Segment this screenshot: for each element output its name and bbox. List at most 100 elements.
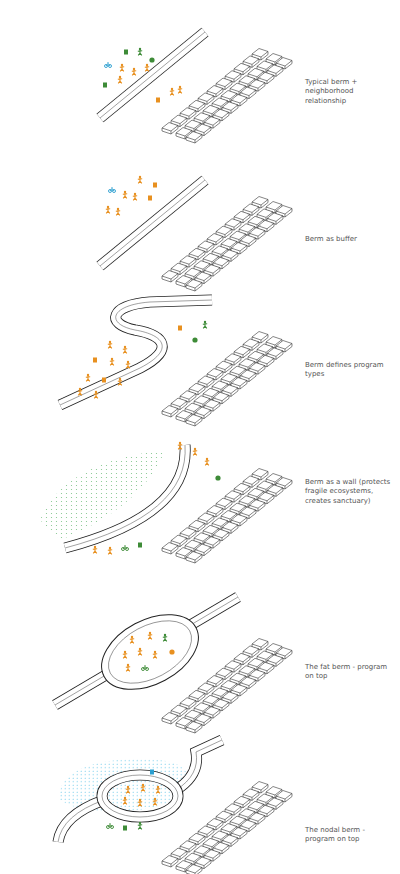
program-icon	[118, 76, 122, 84]
panel-caption: The fat berm - program on top	[305, 663, 395, 682]
house	[162, 543, 178, 555]
house	[186, 552, 202, 564]
program-icon	[103, 83, 107, 88]
panel-caption: Berm as a wall (protects fragile ecosyst…	[305, 478, 395, 506]
berm-ridge	[100, 180, 205, 266]
program-icon	[133, 193, 137, 201]
house	[162, 123, 178, 135]
program-icon	[148, 632, 152, 640]
program-icon	[148, 196, 152, 201]
berm-ring-face	[102, 775, 178, 817]
house	[176, 128, 192, 140]
program-icon	[93, 358, 97, 363]
program-icon	[126, 361, 130, 369]
program-icon	[153, 798, 157, 806]
berm-ring-ridge	[102, 775, 178, 817]
berm-top	[98, 608, 202, 696]
program-icon	[122, 545, 129, 551]
berm-ridge	[58, 740, 222, 842]
program-icon	[170, 88, 174, 96]
program-icon	[138, 648, 142, 656]
program-icon	[94, 391, 98, 399]
house	[162, 856, 178, 868]
program-icon	[205, 458, 209, 466]
panel-caption: Typical berm + neighborhood relationship	[305, 78, 395, 106]
berm-edge	[60, 300, 212, 405]
program-icon	[178, 442, 182, 450]
house	[176, 276, 192, 288]
program-icon	[215, 475, 220, 480]
berm-edge	[100, 180, 205, 266]
berm-edge	[58, 740, 222, 842]
house	[186, 280, 202, 292]
ecosystem-area	[40, 450, 165, 540]
house	[176, 411, 192, 423]
program-icon	[123, 797, 127, 805]
program-icon	[138, 543, 142, 548]
program-icon	[109, 187, 116, 193]
berm-ridge	[65, 445, 185, 548]
program-icon	[178, 326, 182, 331]
program-icon	[203, 321, 207, 329]
program-icon	[123, 191, 127, 199]
program-icon	[108, 341, 112, 349]
program-icon	[156, 786, 160, 794]
program-icon	[169, 649, 174, 654]
program-icon	[145, 64, 149, 72]
berm-face	[100, 32, 205, 118]
program-icon	[126, 664, 130, 672]
program-icon	[142, 665, 149, 671]
house	[162, 271, 178, 283]
program-icon	[138, 799, 142, 807]
program-icon	[126, 786, 130, 794]
berm-face	[60, 300, 212, 405]
program-icon	[123, 346, 127, 354]
houses	[162, 49, 292, 874]
program-icon	[153, 183, 157, 188]
program-icon	[105, 62, 112, 68]
berm-edge	[55, 597, 238, 705]
house	[176, 861, 192, 873]
panel-caption: The nodal berm - program on top	[305, 826, 395, 845]
program-icon	[163, 634, 167, 642]
program-icon	[141, 784, 145, 792]
berm-face	[100, 180, 205, 266]
program-icon	[178, 86, 182, 94]
berm-edge	[100, 32, 205, 118]
program-icon	[150, 770, 154, 775]
berm-ridge	[60, 300, 212, 405]
program-icon	[130, 636, 134, 644]
program-icon	[138, 176, 142, 184]
program-icon	[78, 388, 82, 396]
program-icon	[132, 68, 136, 76]
program-icon	[93, 546, 97, 554]
house	[176, 718, 192, 730]
berm-face	[65, 445, 185, 548]
house	[186, 722, 202, 734]
house	[162, 406, 178, 418]
house	[176, 548, 192, 560]
program-icon	[116, 208, 120, 216]
program-icon	[193, 448, 197, 456]
program-icon	[149, 57, 154, 62]
berm-ring-edge	[102, 775, 178, 817]
panel-caption: Berm defines program types	[305, 361, 395, 380]
program-icon	[110, 358, 114, 366]
program-icon	[106, 206, 110, 214]
program-icon	[123, 826, 127, 831]
berm-face	[58, 740, 222, 842]
berm-ridge	[55, 597, 238, 705]
berm-face	[55, 597, 238, 705]
berm-bulge	[89, 599, 211, 704]
program-icon	[123, 651, 127, 659]
program-icon	[118, 378, 122, 386]
program-icon	[108, 547, 112, 555]
house	[186, 132, 202, 144]
berm-ridge	[100, 32, 205, 118]
program-icon	[124, 50, 128, 55]
program-icon	[86, 374, 90, 382]
program-icons	[78, 48, 221, 831]
program-icon	[153, 651, 157, 659]
program-icon	[138, 48, 142, 56]
